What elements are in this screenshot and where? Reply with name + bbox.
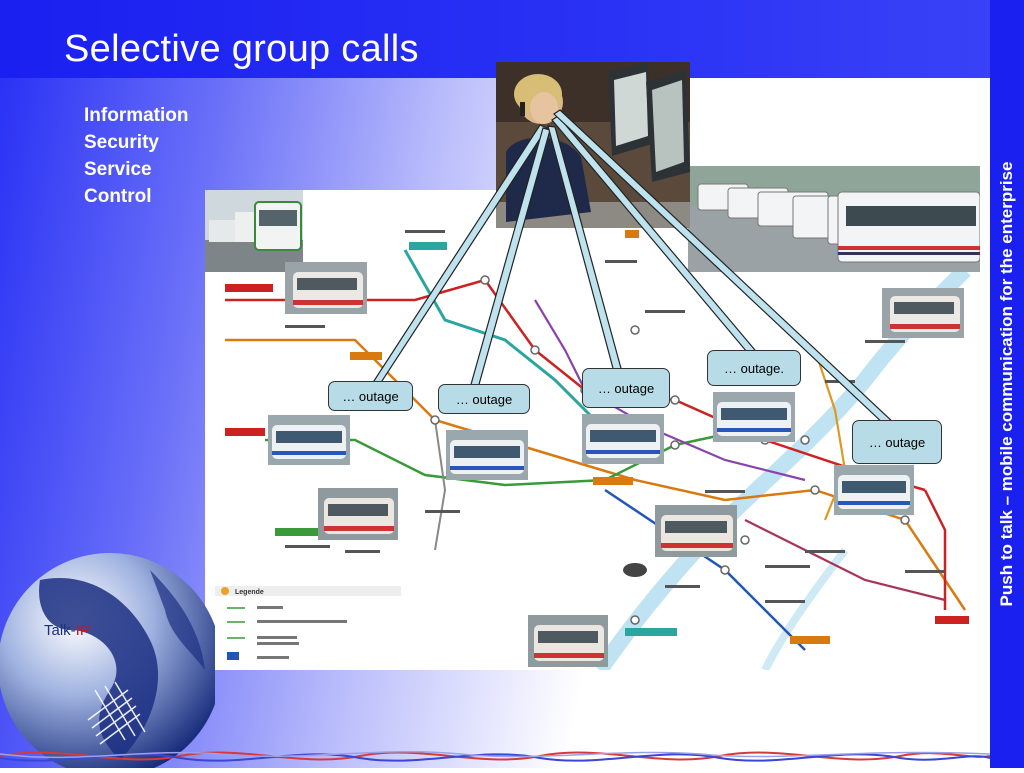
talk-ip-logo-text: Talk-IP <box>44 622 90 639</box>
outage-callout-4: … outage. <box>707 350 801 386</box>
tram-photo <box>834 465 914 515</box>
talk-ip-globe-logo: Talk-IP <box>0 540 222 773</box>
logo-suffix: IP <box>75 622 90 639</box>
logo-prefix: Talk- <box>44 622 76 639</box>
tram-photo <box>882 288 964 338</box>
bullet-security: Security <box>84 132 159 153</box>
outage-callout-1: … outage <box>328 381 413 411</box>
legend-title: Legende <box>235 589 264 596</box>
bullet-information: Information <box>84 105 189 126</box>
side-bar <box>990 0 1024 768</box>
outage-callout-5: … outage <box>852 420 942 464</box>
bullet-service: Service <box>84 159 152 180</box>
tram-photo <box>528 615 608 667</box>
bottom-wave-decoration <box>0 750 990 762</box>
outage-callout-3: … outage <box>582 368 670 408</box>
tram-photo <box>446 430 528 480</box>
bullet-list: Information Security Service Control <box>84 102 189 210</box>
slide-title: Selective group calls <box>64 28 419 70</box>
outage-callout-2: … outage <box>438 384 530 414</box>
tram-photo <box>713 392 795 442</box>
tram-photo <box>655 505 737 557</box>
bullet-control: Control <box>84 186 152 207</box>
tram-photo <box>582 414 664 464</box>
bus-photo-left <box>205 190 303 272</box>
tram-photo <box>318 488 398 540</box>
tram-photo <box>285 262 367 314</box>
bus-depot-photo <box>688 166 980 272</box>
tram-photo <box>268 415 350 465</box>
